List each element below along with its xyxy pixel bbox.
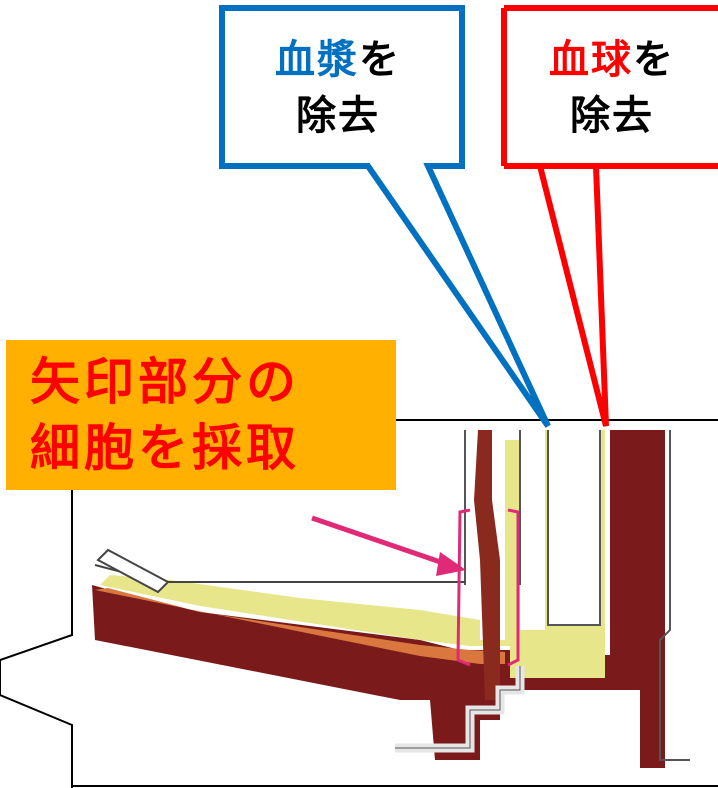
blood-cell-term: 血球: [549, 37, 633, 83]
cell-sampling-label: 矢印部分の 細胞を採取: [6, 340, 396, 490]
sampling-arrow-head: [436, 552, 466, 576]
cap-piece: [96, 548, 170, 594]
blood-cell-removal-callout: 血球を 除去: [506, 32, 718, 144]
outer-tube-wall: [464, 430, 690, 761]
plasma-callout-line1: 血漿を: [222, 32, 454, 88]
plasma-term: 血漿: [275, 37, 359, 83]
cell-callout-line2: 除去: [570, 93, 654, 139]
sampling-label-line1: 矢印部分の: [30, 353, 300, 411]
tube-inner: [547, 430, 601, 626]
plasma-particle: を: [359, 37, 401, 83]
sampling-label-line2: 細胞を採取: [30, 419, 300, 477]
plasma-removal-callout: 血漿を 除去: [222, 32, 454, 144]
plasma-callout-line2: 除去: [296, 93, 380, 139]
sampling-channel: [474, 430, 500, 700]
cell-callout-frame: [504, 5, 718, 427]
plasma-callout-frame: [219, 5, 551, 428]
sampling-arrow-shaft: [311, 515, 453, 569]
sampling-highlight-bracket: [456, 508, 520, 667]
cell-callout-line1: 血球を: [506, 32, 718, 88]
orange-layer: [95, 588, 505, 664]
blood-cell-particle: を: [633, 37, 675, 83]
